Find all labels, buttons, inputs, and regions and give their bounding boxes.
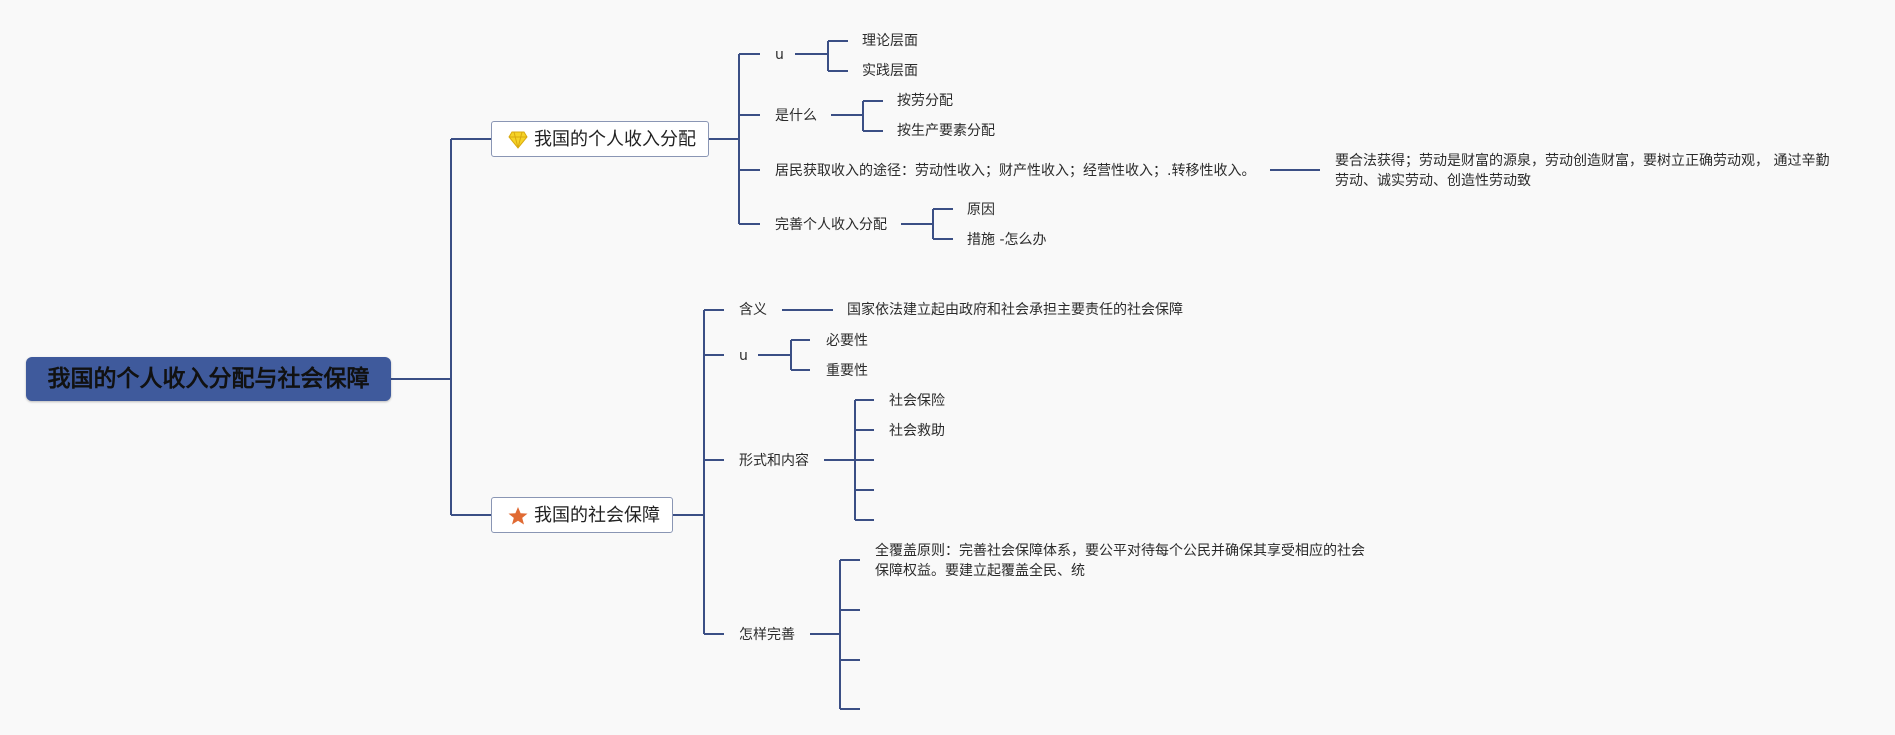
central-topic[interactable]: 我国的个人收入分配与社会保障 xyxy=(26,357,391,401)
topic-u-income[interactable]: u xyxy=(775,47,784,63)
branch-social-security[interactable]: 我国的社会保障 xyxy=(491,497,673,533)
topic-measures[interactable]: 措施 -怎么办 xyxy=(967,232,1047,248)
topic-social-insurance[interactable]: 社会保险 xyxy=(889,393,945,409)
topic-u-security[interactable]: u xyxy=(739,348,748,364)
branch-income-distribution[interactable]: 我国的个人收入分配 xyxy=(491,121,709,157)
topic-meaning[interactable]: 含义 xyxy=(739,302,767,318)
branch-income-label: 我国的个人收入分配 xyxy=(534,129,696,150)
topic-meaning-value[interactable]: 国家依法建立起由政府和社会承担主要责任的社会保障 xyxy=(847,302,1183,318)
topic-improve-income[interactable]: 完善个人收入分配 xyxy=(775,217,887,233)
topic-reason[interactable]: 原因 xyxy=(967,202,995,218)
topic-what-is[interactable]: 是什么 xyxy=(775,108,817,124)
topic-full-coverage[interactable]: 全覆盖原则：完善社会保障体系，要公平对待每个公民并确保其享受相应的社会保障权益。… xyxy=(875,543,1365,579)
central-topic-label: 我国的个人收入分配与社会保障 xyxy=(47,366,370,392)
topic-forms-content[interactable]: 形式和内容 xyxy=(739,453,809,469)
diamond-icon xyxy=(508,131,528,149)
topic-income-channels[interactable]: 居民获取收入的途径：劳动性收入；财产性收入；经营性收入；.转移性收入。 xyxy=(775,163,1256,179)
topic-how-improve[interactable]: 怎样完善 xyxy=(739,627,795,643)
topic-practice-level[interactable]: 实践层面 xyxy=(862,63,918,79)
topic-importance[interactable]: 重要性 xyxy=(826,363,868,379)
star-icon xyxy=(508,507,528,525)
topic-labor-note[interactable]: 要合法获得；劳动是财富的源泉，劳动创造财富，要树立正确劳动观， 通过辛勤劳动、诚… xyxy=(1335,153,1830,189)
branch-security-label: 我国的社会保障 xyxy=(534,505,660,526)
topic-theory-level[interactable]: 理论层面 xyxy=(862,33,918,49)
topic-necessity[interactable]: 必要性 xyxy=(826,333,868,349)
topic-distribution-by-labor[interactable]: 按劳分配 xyxy=(897,93,953,109)
topic-social-assistance[interactable]: 社会救助 xyxy=(889,423,945,439)
topic-distribution-by-factors[interactable]: 按生产要素分配 xyxy=(897,123,995,139)
